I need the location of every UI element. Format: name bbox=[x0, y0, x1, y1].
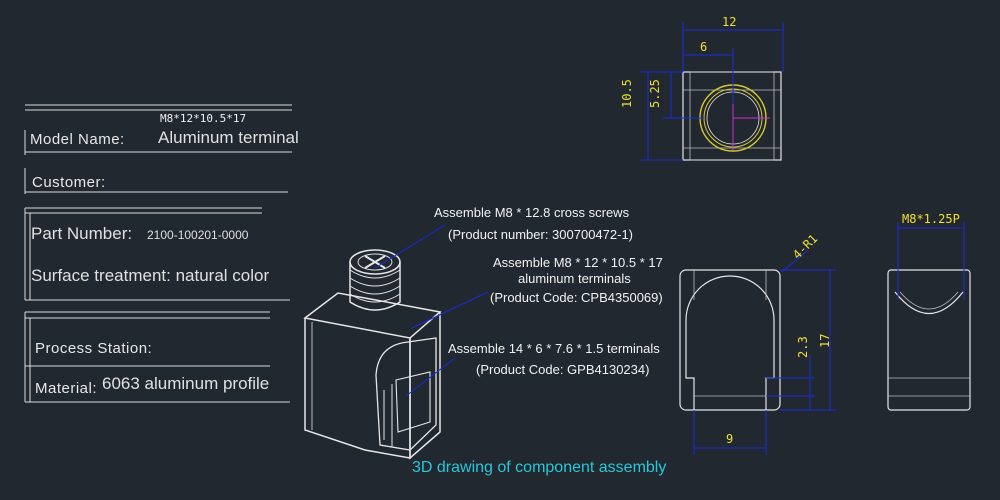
callout-1-line-1: Assemble M8 * 12.8 cross screws bbox=[434, 205, 630, 220]
callout-2-line-1: Assemble M8 * 12 * 10.5 * 17 bbox=[493, 255, 663, 270]
dim-top-width: 12 bbox=[722, 15, 737, 29]
figure-caption: 3D drawing of component assembly bbox=[412, 459, 667, 476]
model-name-value: Aluminum terminal bbox=[158, 128, 299, 147]
side-view-dimension-lines bbox=[897, 222, 965, 300]
callout-2-line-2: aluminum terminals bbox=[518, 271, 631, 286]
dim-top-height: 10.5 bbox=[620, 79, 634, 108]
title-block-lines bbox=[24, 104, 292, 403]
part-number-value: 2100-100201-0000 bbox=[147, 228, 249, 242]
part-number-label: Part Number: bbox=[31, 224, 133, 243]
top-view bbox=[682, 71, 782, 161]
dim-side-thread: M8*1.25P bbox=[902, 212, 960, 226]
dim-top-half-width: 6 bbox=[700, 40, 708, 54]
callout-3-line-2: (Product Code: GPB4130234) bbox=[476, 362, 650, 377]
callout-leaders bbox=[374, 224, 489, 397]
customer-label: Customer: bbox=[32, 174, 106, 191]
top-view-dimension-lines bbox=[640, 22, 784, 161]
dim-front-bottom: 9 bbox=[726, 432, 734, 446]
dim-front-slot: 2.3 bbox=[796, 336, 810, 358]
side-view bbox=[887, 269, 971, 411]
surface-treatment: Surface treatment: natural color bbox=[31, 266, 270, 285]
callout-3-line-1: Assemble 14 * 6 * 7.6 * 1.5 terminals bbox=[448, 341, 660, 356]
dim-top-half-height: 5.25 bbox=[648, 79, 662, 108]
front-view bbox=[679, 269, 781, 411]
material-label: Material: bbox=[35, 380, 98, 397]
model-name-label: Model Name: bbox=[30, 131, 125, 148]
front-view-dimension-lines bbox=[693, 249, 836, 455]
process-station-label: Process Station: bbox=[35, 340, 153, 357]
spec-code: M8*12*10.5*17 bbox=[160, 112, 247, 125]
material-value: 6063 aluminum profile bbox=[102, 374, 270, 393]
callout-2-line-3: (Product Code: CPB4350069) bbox=[490, 290, 663, 305]
dim-front-height: 17 bbox=[818, 333, 832, 348]
assembly-3d-drawing bbox=[303, 249, 442, 460]
callout-1-line-2: (Product number: 300700472-1) bbox=[448, 227, 634, 242]
